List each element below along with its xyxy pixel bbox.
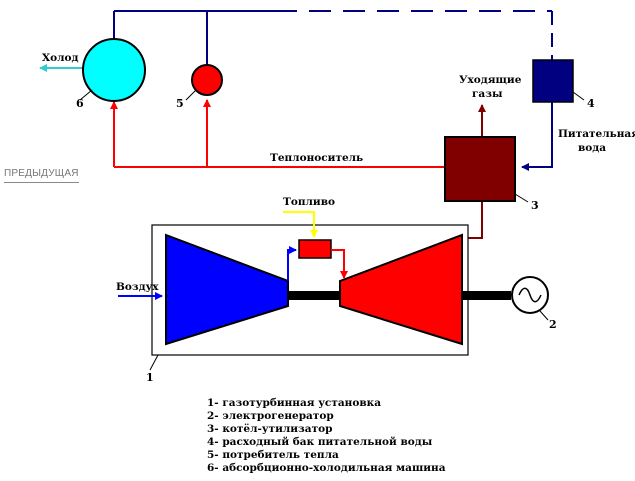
leader-6 bbox=[79, 89, 93, 101]
feedwater-tank bbox=[532, 59, 574, 103]
fuel-label: Топливо bbox=[283, 196, 335, 208]
sine-wave-icon bbox=[518, 287, 542, 303]
legend-item-6: 6- абсорбционно-холодильная машина bbox=[207, 462, 446, 474]
legend-item-1: 1- газотурбинная установка bbox=[207, 397, 381, 409]
number-5: 5 bbox=[176, 97, 184, 110]
leader-3 bbox=[514, 193, 529, 203]
legend: 1- газотурбинная установка 2- электроген… bbox=[207, 397, 446, 474]
leader-4 bbox=[572, 91, 585, 101]
turbine bbox=[339, 233, 463, 346]
legend-item-3: 3- котёл-утилизатор bbox=[207, 423, 332, 435]
number-4: 4 bbox=[587, 97, 595, 110]
cold-label: Холод bbox=[42, 52, 79, 64]
feedwater-label-line1: Питательная bbox=[558, 128, 635, 140]
leader-2 bbox=[539, 310, 549, 321]
legend-item-4: 4- расходный бак питательной воды bbox=[207, 436, 433, 448]
compressor bbox=[165, 233, 289, 346]
combustion-chamber bbox=[298, 239, 332, 259]
compressed-air-line bbox=[287, 246, 297, 281]
turbine-exhaust-duct bbox=[462, 201, 483, 239]
feedwater-return-line bbox=[113, 10, 553, 171]
number-2: 2 bbox=[549, 318, 557, 331]
heat-consumer bbox=[191, 64, 223, 96]
number-1: 1 bbox=[146, 371, 154, 384]
heat-carrier-label: Теплоноситель bbox=[270, 152, 363, 164]
leader-1 bbox=[149, 354, 159, 371]
hot-gas-line bbox=[331, 249, 348, 279]
exhaust-label-line2: газы bbox=[472, 88, 503, 100]
absorption-chiller bbox=[82, 38, 146, 102]
air-label: Воздух bbox=[116, 281, 159, 293]
legend-item-2: 2- электрогенератор bbox=[207, 410, 334, 422]
exhaust-label-line1: Уходящие bbox=[459, 74, 522, 86]
waste-heat-boiler bbox=[444, 136, 516, 202]
heat-carrier-line bbox=[110, 99, 445, 168]
previous-page-link[interactable]: ПРЕДЫДУЩАЯ bbox=[4, 168, 79, 183]
generator-shaft bbox=[460, 291, 511, 300]
legend-item-5: 5- потребитель тепла bbox=[207, 449, 339, 461]
turbine-shaft bbox=[288, 291, 340, 300]
fuel-line bbox=[283, 211, 318, 238]
feedwater-label: Питательная вода bbox=[558, 128, 635, 154]
number-3: 3 bbox=[531, 199, 539, 212]
feedwater-label-line2: вода bbox=[578, 142, 606, 154]
number-6: 6 bbox=[76, 97, 84, 110]
leader-5 bbox=[185, 89, 197, 101]
exhaust-label: Уходящие газы bbox=[459, 74, 525, 100]
